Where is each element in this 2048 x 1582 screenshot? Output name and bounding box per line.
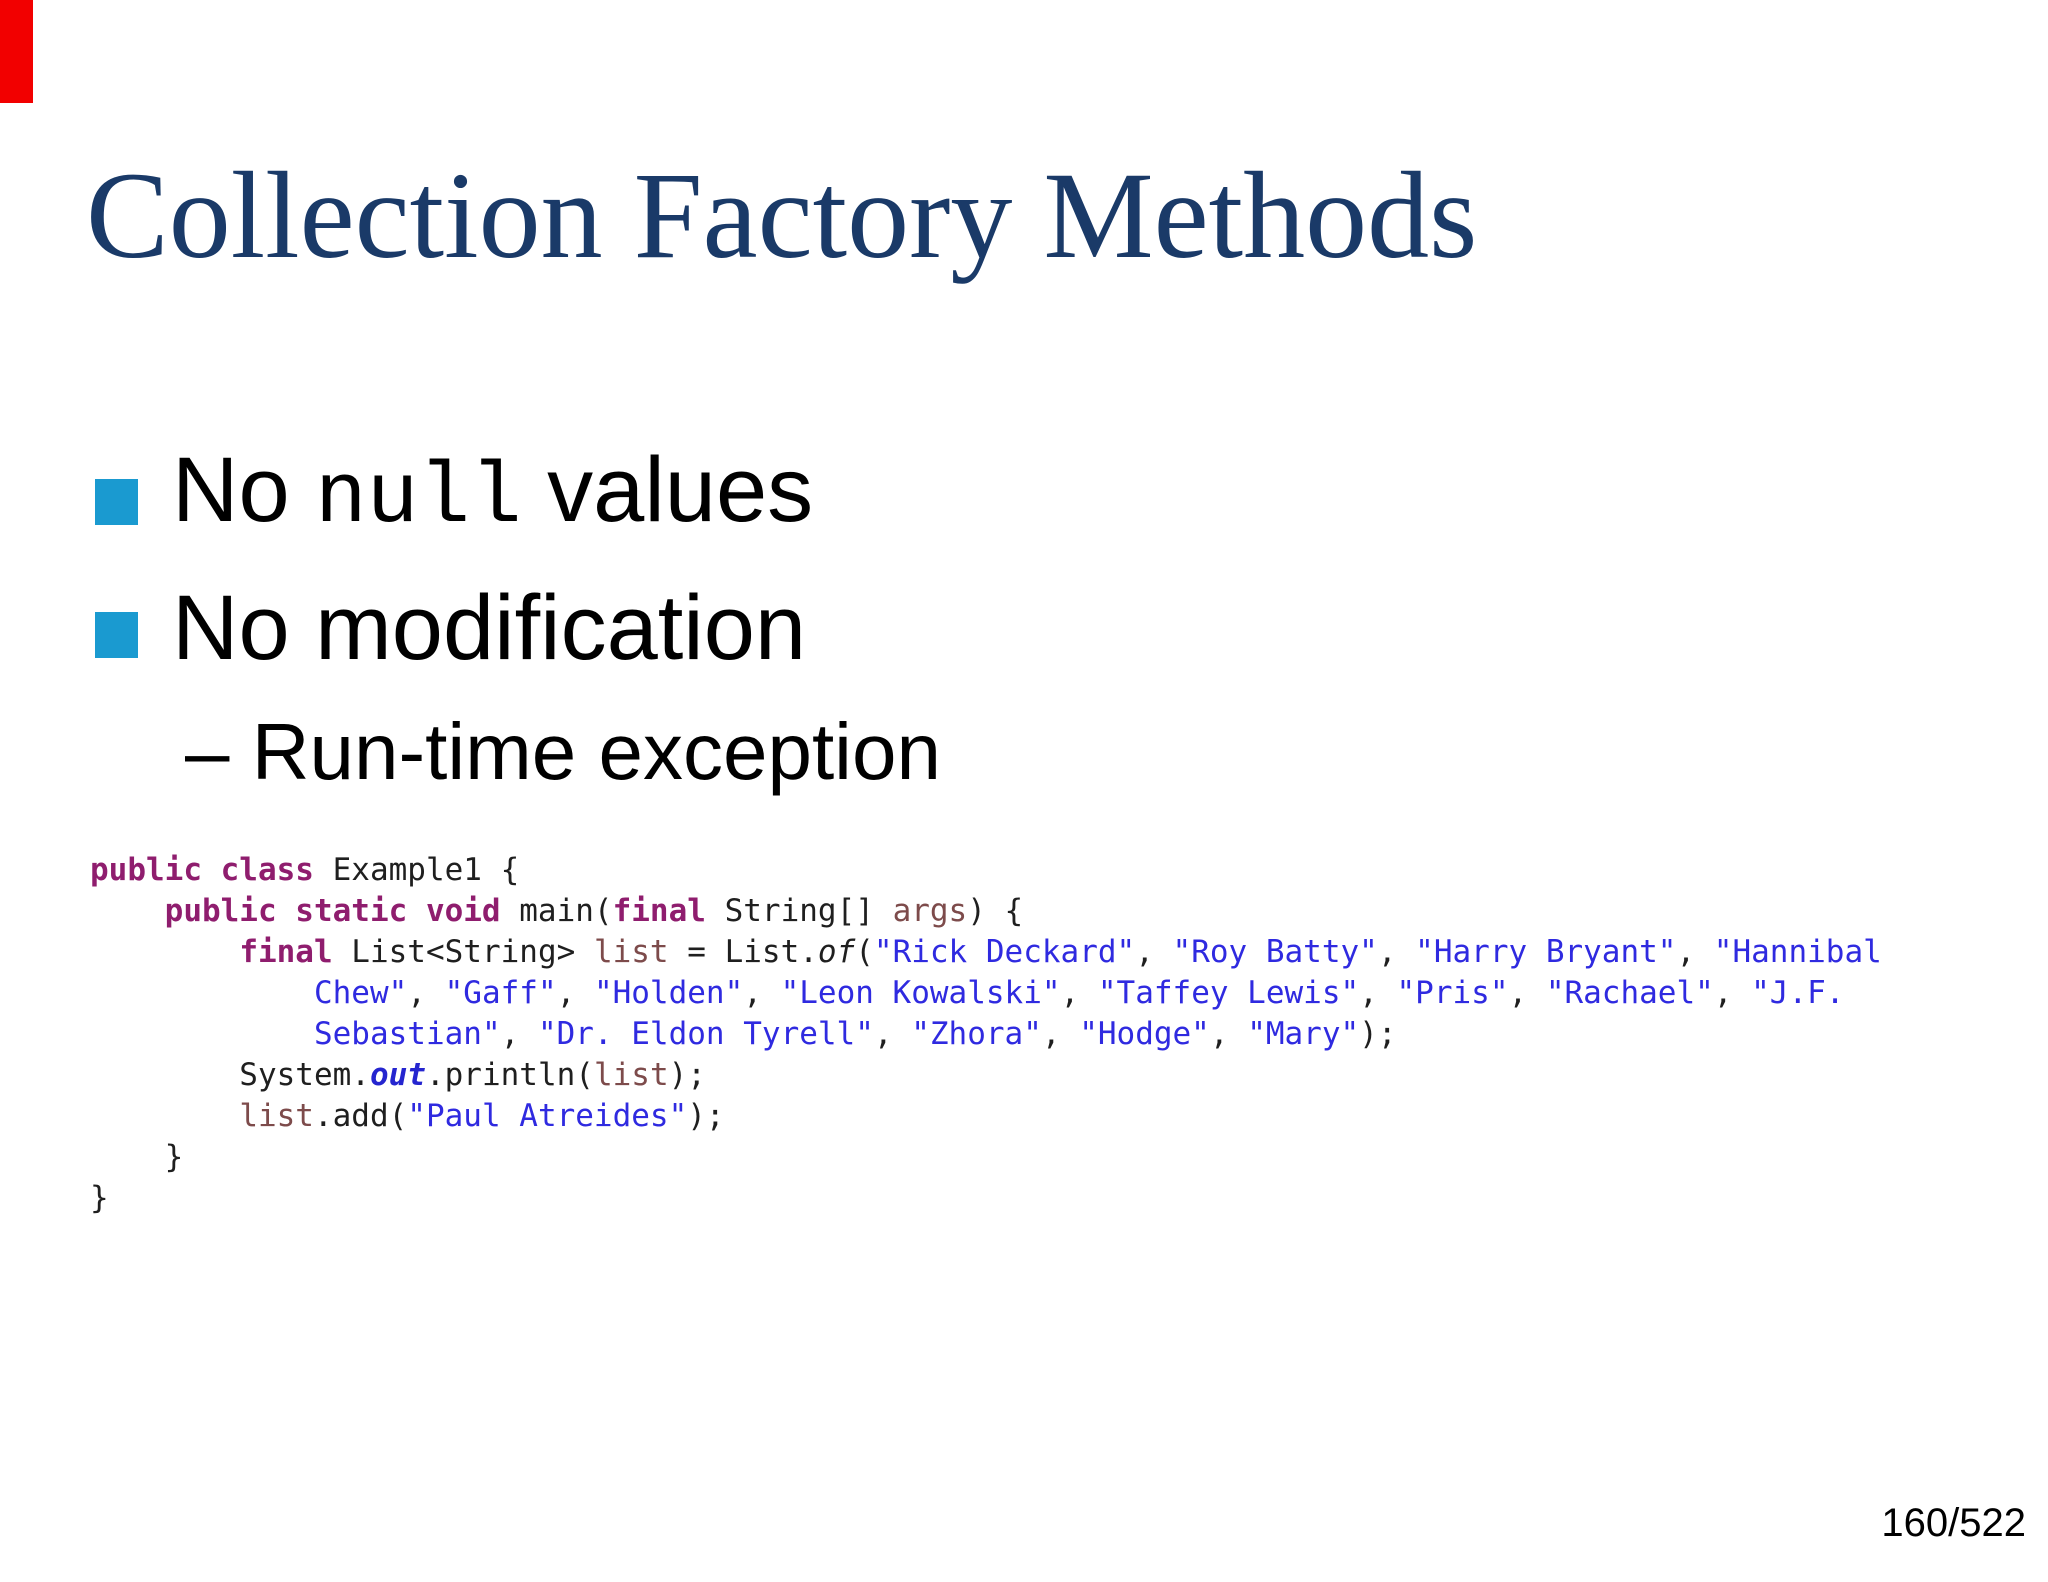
code-segment: , — [556, 975, 594, 1011]
code-segment: , — [1209, 1016, 1248, 1052]
code-segment: List<String> — [332, 934, 594, 970]
sub-bullet-runtime-exception: – Run-time exception — [185, 712, 941, 792]
code-line: } — [90, 1178, 1882, 1219]
code-segment: "Harry Bryant" — [1415, 934, 1677, 970]
recording-indicator-bar — [0, 0, 33, 103]
code-segment: "Paul Atreides" — [407, 1098, 688, 1134]
code-segment: of — [817, 934, 856, 970]
code-segment: args — [892, 893, 968, 929]
code-segment: , — [1060, 975, 1098, 1011]
code-line: System.out.println(list); — [90, 1055, 1882, 1096]
code-segment: "Pris" — [1396, 975, 1509, 1011]
code-segment: String[] — [705, 893, 893, 929]
code-line: Sebastian", "Dr. Eldon Tyrell", "Zhora",… — [90, 1014, 1882, 1055]
code-segment: , — [1377, 934, 1416, 970]
code-segment: Sebastian" — [313, 1016, 501, 1052]
code-segment: , — [1135, 934, 1173, 970]
code-segment: out — [369, 1057, 426, 1093]
code-segment: public class — [90, 852, 314, 888]
code-segment: "Rachael" — [1545, 975, 1714, 1011]
sub-bullet-label: Run-time exception — [251, 707, 941, 796]
code-line: final List<String> list = List.of("Rick … — [90, 932, 1882, 973]
code-segment: , — [1041, 1016, 1080, 1052]
code-block: public class Example1 { public static vo… — [90, 850, 1882, 1219]
code-segment: , — [1713, 975, 1752, 1011]
code-segment: , — [407, 975, 445, 1011]
code-segment: .println( — [425, 1057, 594, 1093]
code-line: public static void main(final String[] a… — [90, 891, 1882, 932]
code-segment: final — [612, 893, 706, 929]
code-segment: "Hannibal — [1713, 934, 1882, 970]
code-segment: ); — [668, 1057, 706, 1093]
code-segment: ( — [855, 934, 874, 970]
code-segment: = List. — [668, 934, 818, 970]
code-segment: "Holden" — [593, 975, 744, 1011]
code-segment — [90, 1098, 239, 1134]
code-segment: .add( — [313, 1098, 408, 1134]
code-segment: "Gaff" — [444, 975, 557, 1011]
code-segment: final — [239, 934, 333, 970]
code-segment: ); — [1359, 1016, 1397, 1052]
code-segment: list — [593, 1057, 669, 1093]
bullet-code-null: null — [315, 449, 522, 547]
code-line: Chew", "Gaff", "Holden", "Leon Kowalski"… — [90, 973, 1882, 1014]
code-segment: "Dr. Eldon Tyrell" — [537, 1016, 874, 1052]
code-segment — [90, 1016, 314, 1052]
code-segment: , — [1676, 934, 1714, 970]
code-segment: , — [500, 1016, 538, 1052]
code-line: } — [90, 1137, 1882, 1178]
code-segment: , — [1359, 975, 1397, 1011]
code-segment — [90, 893, 165, 929]
code-segment: "J.F. — [1751, 975, 1845, 1011]
code-segment: "Rick Deckard" — [873, 934, 1136, 970]
page-title: Collection Factory Methods — [86, 147, 1478, 284]
code-segment — [90, 934, 239, 970]
code-segment: , — [873, 1016, 912, 1052]
code-segment: Chew" — [313, 975, 408, 1011]
bullet-item-no-modification: No modification — [172, 577, 807, 679]
code-segment: "Leon Kowalski" — [780, 975, 1061, 1011]
code-line: list.add("Paul Atreides"); — [90, 1096, 1882, 1137]
code-segment: list — [593, 934, 669, 970]
code-segment: , — [1508, 975, 1546, 1011]
code-segment: list — [239, 1098, 314, 1134]
bullet-item-no-null-values: No null values — [172, 444, 813, 541]
code-segment: System. — [90, 1057, 370, 1093]
code-segment: ); — [687, 1098, 725, 1134]
code-segment: "Roy Batty" — [1172, 934, 1378, 970]
code-segment: } — [90, 1180, 109, 1216]
code-segment: "Mary" — [1247, 1016, 1360, 1052]
code-segment: ) { — [967, 893, 1024, 929]
code-segment: , — [743, 975, 781, 1011]
code-line: public class Example1 { — [90, 850, 1882, 891]
page-number: 160/522 — [1881, 1501, 2026, 1545]
bullet-text-pre: No — [172, 439, 316, 541]
code-segment: Example1 { — [313, 852, 520, 888]
code-segment: "Zhora" — [911, 1016, 1042, 1052]
code-segment: "Hodge" — [1079, 1016, 1210, 1052]
code-segment: public static void — [164, 893, 501, 929]
code-segment: "Taffey Lewis" — [1097, 975, 1360, 1011]
bullet-square-icon — [95, 612, 138, 658]
dash-icon: – — [185, 707, 252, 796]
bullet-text-post: values — [521, 439, 814, 541]
code-segment: main( — [500, 893, 613, 929]
code-segment — [90, 975, 314, 1011]
bullet-square-icon — [95, 479, 138, 525]
code-segment: } — [90, 1139, 184, 1175]
